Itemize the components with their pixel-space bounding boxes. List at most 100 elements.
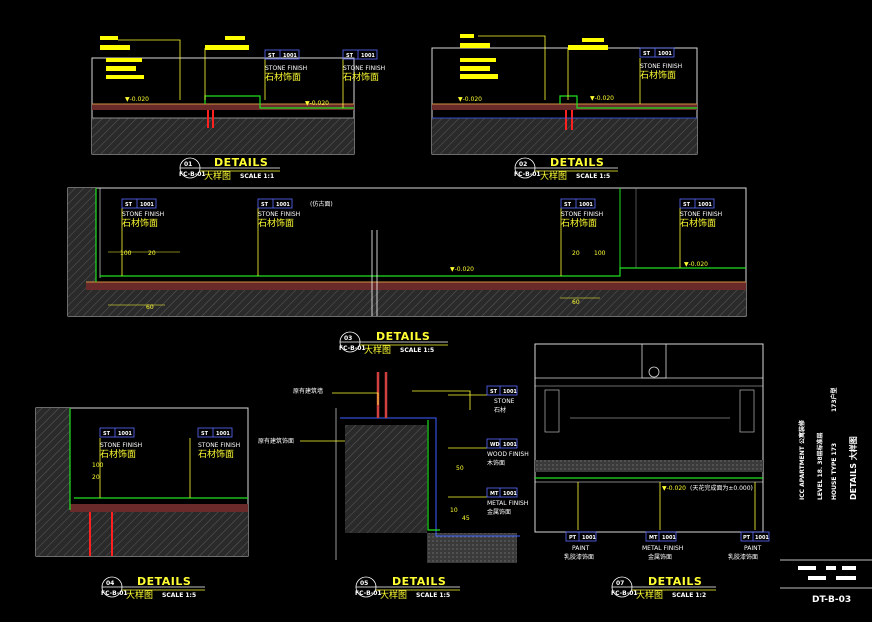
stone-finish-label: STONE FINISH [265,65,307,72]
dim-20: 20 [148,250,156,257]
stone-finish-cn-label: 石材饰面 [122,217,158,229]
dim-60: 60 [146,304,154,311]
stone-finish-label: STONE FINISH [122,211,164,218]
svg-text:PT: PT [743,535,751,541]
title-block: ICC APARTMENT 公寓装修 LEVEL 18. 38层标准层 HOUS… [780,387,872,605]
svg-text:ST: ST [564,202,572,208]
svg-text:SCALE 1:5: SCALE 1:5 [416,592,450,599]
svg-text:FC-B-01: FC-B-01 [339,345,366,352]
svg-text:1001: 1001 [662,535,676,541]
svg-text:DETAILS: DETAILS [648,575,702,588]
material-tag-wd: WD 1001 [486,438,517,449]
paint-label: PAINT [744,545,762,552]
metal-cn-label: 金属饰面 [648,553,672,561]
svg-text:大样图: 大样图 [540,170,567,182]
svg-text:DETAILS: DETAILS [137,575,191,588]
detail-03-title: 03 FC-B-01 DETAILS 大样图 SCALE 1:5 [339,330,448,356]
dim-20: 20 [572,250,580,257]
redacted-note [100,45,130,50]
material-tag-st: ST 1001 [639,47,675,58]
paint-cn-label: 乳胶漆饰面 [564,553,594,561]
level-name: LEVEL 18. 38层标准层 [816,432,824,500]
svg-text:1001: 1001 [658,51,672,57]
svg-text:1001: 1001 [582,535,596,541]
stone-cn-label: 石材 [494,406,506,414]
metal-cn-label: 金属饰面 [487,508,511,516]
svg-text:50: 50 [456,465,464,472]
svg-text:1001: 1001 [140,202,154,208]
svg-text:DETAILS: DETAILS [550,156,604,169]
svg-text:ST: ST [346,53,354,59]
svg-text:07: 07 [616,580,624,587]
dim-100: 100 [120,250,132,257]
stone-finish-cn-label: 石材饰面 [265,71,301,83]
svg-text:ST: ST [683,202,691,208]
stone-finish-cn-label: 石材饰面 [680,217,716,229]
stone-finish-cn-label: 石材饰面 [343,71,379,83]
svg-text:ST: ST [125,202,133,208]
svg-text:45: 45 [462,515,470,522]
svg-text:SCALE 1:5: SCALE 1:5 [400,347,434,354]
level-note: (天花完成面为±0.000) [690,484,753,492]
redacted-note [106,75,144,79]
detail-04-drawing: 100 20 ST 1001 STONE FINISH 石材饰面 ST 1001… [35,407,249,557]
svg-text:1001: 1001 [503,389,517,395]
stone-finish-cn-label: 石材饰面 [100,448,136,460]
dim-60: 60 [572,299,580,306]
existing-wall-label: 原有建筑墙 [293,387,323,395]
detail-07-drawing: ▼-0.020 (天花完成面为±0.000) PT 1001 PAINT 乳胶漆… [534,343,769,561]
drawing-name: DETAILS 大样图 [848,436,858,500]
svg-text:SCALE 1:5: SCALE 1:5 [162,592,196,599]
svg-text:ST: ST [103,431,111,437]
svg-text:大样图: 大样图 [380,589,407,601]
redacted-note [100,36,118,40]
svg-text:1001: 1001 [503,442,517,448]
material-tag-st: ST 1001 [264,49,300,60]
svg-text:1001: 1001 [755,535,769,541]
svg-text:MT: MT [490,491,499,497]
stone-finish-label: STONE FINISH [343,65,385,72]
stone-finish-label: STONE FINISH [198,442,240,449]
paint-label: PAINT [572,545,590,552]
svg-text:DETAILS: DETAILS [392,575,446,588]
svg-text:ST: ST [490,389,498,395]
svg-text:大样图: 大样图 [636,589,663,601]
house-type: HOUSE TYPE 173 [831,443,838,500]
svg-text:100: 100 [92,462,104,469]
metal-finish-label: METAL FINISH [487,500,528,507]
stone-finish-label: STONE FINISH [680,211,722,218]
stone-finish-cn-label: 石材饰面 [258,217,294,229]
material-tag-st: ST 1001 [197,427,233,438]
svg-text:DETAILS: DETAILS [214,156,268,169]
svg-text:大样图: 大样图 [204,170,231,182]
svg-text:▼-0.020: ▼-0.020 [458,96,482,103]
svg-text:ST: ST [268,53,276,59]
svg-text:FC-B-01: FC-B-01 [355,590,382,597]
svg-text:WD: WD [490,442,500,448]
svg-text:大样图: 大样图 [364,344,391,356]
material-tag-st: ST 1001 [99,427,135,438]
svg-text:01: 01 [184,161,192,168]
material-tag-mt: MT 1001 [645,531,676,542]
material-tag-st: ST 1001 [342,49,378,60]
detail-01-title: 01 FC-B-01 DETAILS 大样图 SCALE 1:1 [179,156,280,182]
house-area: 173户型 [830,387,838,412]
paint-cn-label: 乳胶漆饰面 [728,553,758,561]
level-mark: ▼-0.020 [305,100,329,107]
redacted-note [225,36,245,40]
svg-text:1001: 1001 [216,431,230,437]
detail-02-title: 02 FC-B-01 DETAILS 大样图 SCALE 1:5 [514,156,618,182]
svg-text:ST: ST [201,431,209,437]
material-tag-pt: PT 1001 [565,531,596,542]
svg-text:1001: 1001 [118,431,132,437]
svg-text:1001: 1001 [698,202,712,208]
wood-finish-label: WOOD FINISH [487,451,529,458]
svg-text:ST: ST [261,202,269,208]
svg-text:SCALE 1:1: SCALE 1:1 [240,173,274,180]
dim-100: 100 [594,250,606,257]
svg-text:02: 02 [519,161,527,168]
svg-text:▼-0.020: ▼-0.020 [684,261,708,268]
sheet-number: DT-B-03 [812,595,851,605]
material-tag-st: ST 1001 [679,198,715,209]
